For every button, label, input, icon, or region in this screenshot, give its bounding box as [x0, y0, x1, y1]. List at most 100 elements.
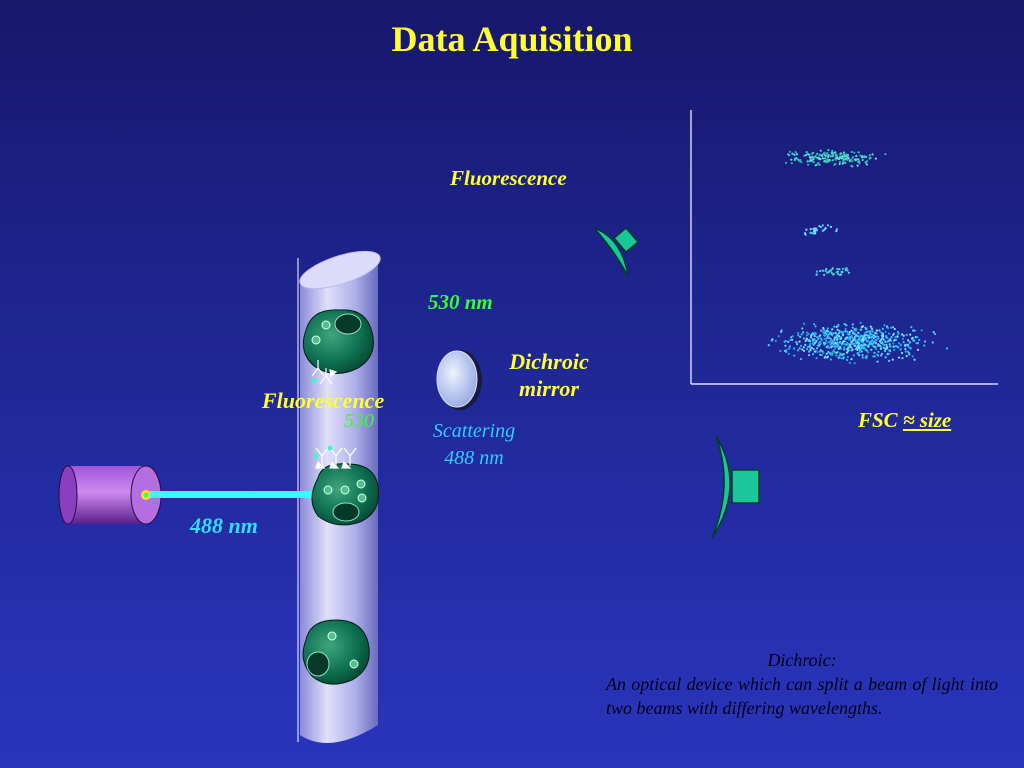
scatter-dot [844, 327, 847, 331]
scatter-dot [839, 331, 842, 334]
scatter-dot [907, 345, 910, 348]
scatter-dot [846, 332, 849, 335]
scatter-dot [825, 346, 828, 349]
scatter-dot [830, 271, 833, 275]
scatter-dot [806, 160, 809, 163]
scatter-dot [837, 332, 840, 335]
scatter-dot [888, 343, 891, 346]
scatter-dot [802, 322, 806, 325]
scatter-dot [887, 340, 890, 343]
scatter-dot [807, 354, 811, 357]
cell-icon [302, 619, 370, 685]
scatter-dot [881, 327, 885, 330]
scatter-dot [829, 358, 833, 361]
scatter-dot [802, 349, 806, 352]
scatter-dot [809, 336, 813, 339]
cell-icon [311, 463, 380, 526]
scatter-dot [867, 351, 870, 354]
scatter-dot [812, 161, 815, 164]
scatter-dot [796, 343, 799, 346]
scatter-dot [787, 340, 790, 343]
scatter-dot [894, 335, 897, 339]
scatter-dot [826, 224, 830, 227]
scatter-dot [924, 340, 927, 343]
dichroic-mirror-label: Dichroic mirror [509, 349, 589, 401]
scatter-dot [920, 329, 923, 332]
scatter-dot [933, 332, 937, 336]
scatter-dot [883, 339, 886, 342]
scatter-dot [842, 356, 846, 359]
scatter-dot [817, 337, 820, 340]
scatter-dot [821, 157, 825, 160]
scatter-dot [857, 344, 860, 347]
scatter-dot [801, 348, 804, 351]
scatter-dot [790, 336, 793, 339]
scatter-dot [818, 163, 821, 166]
scatter-dot [871, 333, 874, 336]
scatter-dot [818, 154, 821, 157]
scatter-dot [827, 155, 830, 159]
wavelength-530-label: 530 nm [428, 290, 493, 314]
scatter-dot [856, 352, 859, 355]
scatter-dot [886, 326, 890, 330]
scatter-dot [807, 332, 810, 335]
scatter-dot [788, 347, 791, 350]
scatter-dot [838, 352, 842, 355]
scatter-dot [831, 149, 834, 152]
scatter-dot [876, 335, 879, 338]
scatter-dot [923, 344, 926, 347]
scatter-dot [826, 356, 829, 359]
scatter-dot [839, 337, 842, 340]
scatter-dot [816, 351, 819, 354]
scatter-dot [805, 151, 808, 154]
scatter-dot [864, 347, 867, 350]
scatter-dot [854, 344, 857, 347]
scatter-dot [814, 164, 817, 167]
scatter-dot [840, 357, 843, 360]
scatter-dot [820, 329, 823, 332]
scatter-dot [805, 331, 809, 334]
scatter-dot [945, 347, 949, 350]
scatter-dot [827, 148, 830, 152]
scatter-dot [826, 327, 829, 330]
scatter-dot [818, 335, 821, 338]
scatter-dot [797, 332, 800, 335]
scatter-dot [798, 347, 801, 350]
scatter-dot [837, 272, 840, 276]
scatter-dot [825, 268, 828, 271]
scatter-plot [690, 110, 998, 385]
scatter-dot [770, 339, 773, 342]
scatter-dot [865, 155, 868, 159]
scatter-dot [813, 350, 817, 353]
scatter-dot [860, 347, 863, 350]
scatter-dot [849, 335, 852, 338]
scatter-dot [913, 329, 916, 332]
scatter-dot [790, 158, 793, 161]
scatter-dot [793, 158, 796, 161]
scatter-dot [832, 348, 835, 352]
scatter-dot [842, 340, 846, 343]
scatter-dot [912, 329, 915, 332]
scatter-dot [833, 325, 836, 328]
scatter-dot [868, 154, 871, 157]
scatter-dot [867, 336, 871, 339]
scatter-dot [813, 229, 816, 232]
scatter-dot [813, 323, 816, 326]
scatter-dot [888, 359, 891, 362]
scatter-dot [839, 153, 842, 156]
scatter-dot [807, 163, 810, 166]
scatter-dot [788, 345, 791, 348]
scatter-dot [821, 224, 824, 227]
scatter-dot [892, 333, 895, 336]
scatter-dot [831, 332, 835, 335]
scatter-dot [842, 160, 845, 163]
scatter-dot [790, 162, 793, 165]
scatter-dot [865, 355, 868, 358]
scatter-dot [847, 343, 850, 346]
scatter-dot [796, 349, 800, 352]
cell-fluorescence-530-label: 530 [344, 410, 374, 432]
scatter-dot [862, 342, 865, 345]
scatter-dot [784, 161, 788, 164]
scatter-dot [905, 354, 908, 358]
scatter-dot [904, 350, 908, 353]
